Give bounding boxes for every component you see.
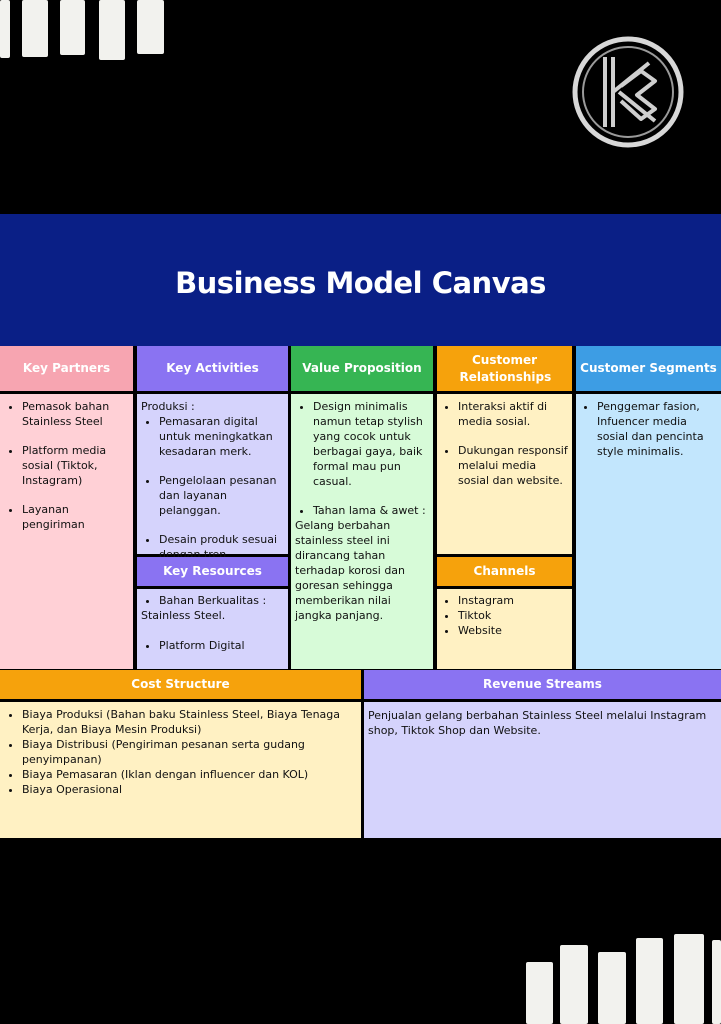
key-resources-title: Key Resources bbox=[163, 564, 262, 578]
key-resources-item: Bahan Berkualitas : bbox=[159, 593, 284, 608]
value-proposition-item-continued: Gelang berbahan stainless steel ini dira… bbox=[295, 519, 406, 622]
key-activities-box: Produksi : Pemasaran digital untuk menin… bbox=[137, 394, 288, 561]
cost-structure-item: Biaya Distribusi (Pengiriman pesanan ser… bbox=[22, 737, 357, 767]
value-proposition-item: Design minimalis namun tetap stylish yan… bbox=[313, 399, 430, 489]
value-proposition-item: Tahan lama & awet : bbox=[313, 503, 430, 518]
cost-structure-box: Biaya Produksi (Bahan baku Stainless Ste… bbox=[0, 702, 361, 838]
value-proposition-title: Value Proposition bbox=[302, 361, 422, 375]
key-activities-title: Key Activities bbox=[166, 361, 259, 375]
customer-relationships-title: Customer Relationships bbox=[459, 352, 552, 384]
channels-item: Website bbox=[458, 623, 568, 638]
key-activities-intro: Produksi : bbox=[141, 400, 195, 413]
channels-item: Instagram bbox=[458, 593, 568, 608]
channels-header: Channels bbox=[437, 557, 572, 586]
key-partners-title: Key Partners bbox=[22, 361, 111, 375]
revenue-streams-box: Penjualan gelang berbahan Stainless Stee… bbox=[364, 702, 721, 838]
key-resources-item-continued: Stainless Steel. bbox=[141, 609, 226, 622]
key-partners-item: Platform media sosial (Tiktok, Instagram… bbox=[22, 443, 129, 488]
customer-segments-box: Penggemar fasion, Infuencer media sosial… bbox=[576, 394, 721, 669]
cost-structure-title: Cost Structure bbox=[131, 677, 230, 691]
channels-item: Tiktok bbox=[458, 608, 568, 623]
value-proposition-header: Value Proposition bbox=[291, 346, 433, 391]
value-proposition-box: Design minimalis namun tetap stylish yan… bbox=[291, 394, 433, 669]
key-partners-item: Pemasok bahan Stainless Steel bbox=[22, 399, 129, 429]
cost-structure-item: Biaya Operasional bbox=[22, 782, 357, 797]
key-activities-item: Pemasaran digital untuk meningkatkan kes… bbox=[159, 414, 284, 459]
customer-relationships-header: Customer Relationships bbox=[437, 346, 572, 391]
k-monogram-logo bbox=[572, 36, 684, 148]
customer-relationships-box: Interaksi aktif di media sosial. Dukunga… bbox=[437, 394, 572, 554]
key-resources-box: Bahan Berkualitas : Stainless Steel. Pla… bbox=[137, 589, 288, 669]
customer-relationships-item: Interaksi aktif di media sosial. bbox=[458, 399, 568, 429]
channels-title: Channels bbox=[473, 564, 536, 578]
revenue-streams-title: Revenue Streams bbox=[483, 677, 602, 691]
title-banner: Business Model Canvas bbox=[0, 214, 721, 346]
customer-segments-title: Customer Segments bbox=[580, 361, 717, 375]
key-activities-item: Pengelolaan pesanan dan layanan pelangga… bbox=[159, 473, 284, 518]
customer-segments-item: Penggemar fasion, Infuencer media sosial… bbox=[597, 399, 717, 459]
customer-relationships-item: Dukungan responsif melalui media sosial … bbox=[458, 443, 568, 488]
page-title: Business Model Canvas bbox=[175, 265, 546, 300]
key-resources-header: Key Resources bbox=[137, 557, 288, 586]
customer-segments-header: Customer Segments bbox=[576, 346, 721, 391]
key-activities-header: Key Activities bbox=[137, 346, 288, 391]
cost-structure-item: Biaya Produksi (Bahan baku Stainless Ste… bbox=[22, 707, 357, 737]
revenue-streams-header: Revenue Streams bbox=[364, 670, 721, 699]
key-resources-item: Platform Digital bbox=[159, 638, 284, 653]
revenue-streams-text: Penjualan gelang berbahan Stainless Stee… bbox=[368, 709, 707, 737]
key-partners-header: Key Partners bbox=[0, 346, 133, 391]
cost-structure-header: Cost Structure bbox=[0, 670, 361, 699]
channels-box: Instagram Tiktok Website bbox=[437, 589, 572, 669]
cost-structure-item: Biaya Pemasaran (Iklan dengan influencer… bbox=[22, 767, 357, 782]
key-partners-box: Pemasok bahan Stainless Steel Platform m… bbox=[0, 394, 133, 669]
key-partners-item: Layanan pengiriman bbox=[22, 502, 129, 532]
